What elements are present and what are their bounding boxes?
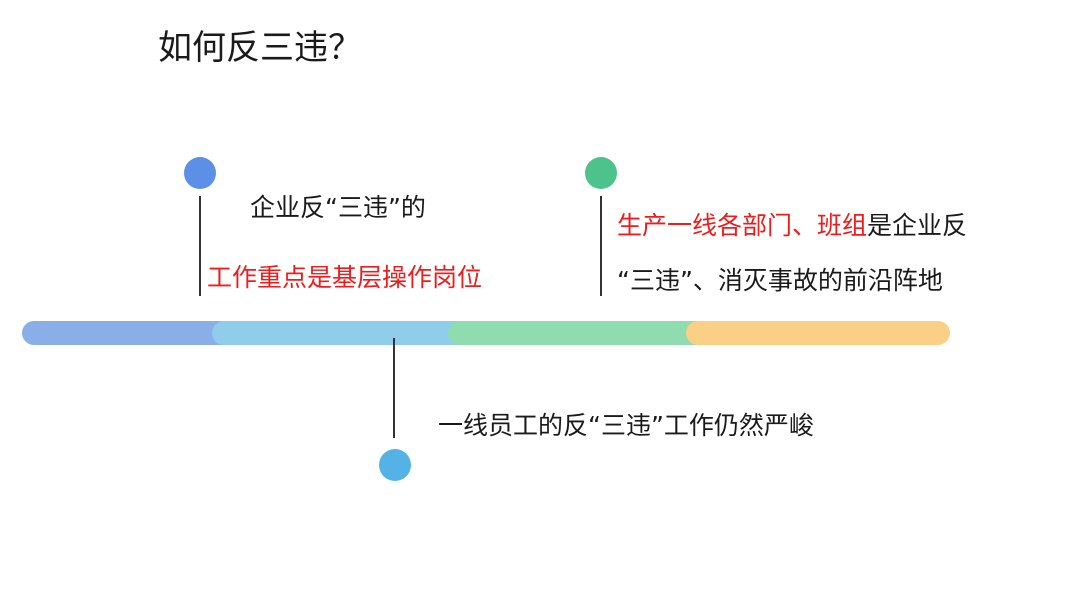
note-2-line-2: “三违”、消灭事故的前沿阵地 <box>617 266 943 295</box>
timeline-segment-2 <box>212 321 474 345</box>
note-2-highlight: 生产一线各部门、班组 <box>617 211 868 240</box>
note-1-line-2-highlight: 工作重点是基层操作岗位 <box>207 263 483 292</box>
timeline-marker-1 <box>184 157 216 189</box>
timeline-segment-4 <box>686 321 950 345</box>
note-3: 一线员工的反“三违”工作仍然严峻 <box>438 411 814 440</box>
page-title: 如何反三违？ <box>158 28 362 68</box>
note-1-line-1: 企业反“三违”的 <box>250 193 426 222</box>
connector-line-2 <box>600 196 602 296</box>
timeline-segment-3 <box>448 321 710 345</box>
timeline-marker-3 <box>379 449 411 481</box>
timeline-marker-2 <box>585 157 617 189</box>
note-2-line-1: 生产一线各部门、班组是企业反 <box>617 208 967 244</box>
connector-line-3 <box>393 338 395 438</box>
connector-line-1 <box>199 196 201 296</box>
timeline-segment-1 <box>22 321 238 345</box>
note-2-line-1-rest: 是企业反 <box>867 211 968 240</box>
